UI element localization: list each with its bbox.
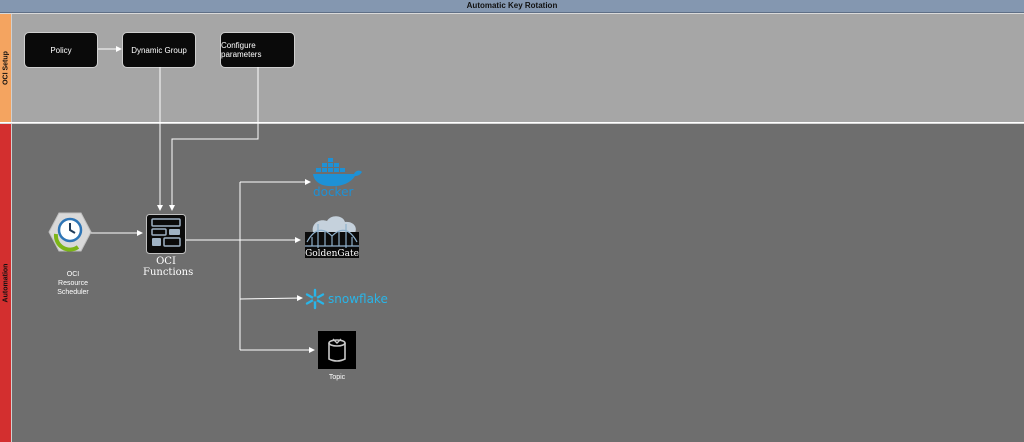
snowflake-label: snowflake (328, 292, 388, 306)
functions-caption-line2: Functions (143, 267, 194, 278)
topic-node[interactable] (318, 331, 356, 374)
topic-caption: Topic (328, 374, 346, 381)
snowflake-icon: snowflake (305, 288, 388, 310)
snowflake-node[interactable]: snowflake (304, 288, 390, 315)
configure-parameters-box[interactable]: Configure parameters (220, 32, 295, 68)
functions-caption-line1: OCI (156, 256, 176, 267)
goldengate-node[interactable]: GoldenGate (305, 212, 359, 269)
dynamic-group-box[interactable]: Dynamic Group (122, 32, 196, 68)
lane-automation: Automation (0, 123, 1024, 442)
functions-node[interactable] (146, 214, 186, 259)
functions-icon (146, 214, 186, 254)
docker-whale-icon: docker (313, 158, 362, 199)
topic-icon (318, 331, 356, 369)
docker-label: docker (313, 185, 353, 198)
scheduler-caption: OCI Resource Scheduler (50, 270, 96, 297)
configure-parameters-label: Configure parameters (221, 41, 262, 59)
golden-gate-bridge-icon: GoldenGate (305, 216, 359, 259)
docker-node[interactable]: docker (312, 156, 364, 203)
functions-caption: OCI Functions (143, 256, 194, 278)
connector-to-snowflake (239, 295, 303, 302)
scheduler-caption-line3: Scheduler (57, 289, 89, 296)
diagram-title: Automatic Key Rotation (0, 0, 1024, 13)
scheduler-caption-line1: OCI (66, 271, 80, 278)
clock-icon (48, 212, 92, 252)
lane-oci-setup: OCI Setup Policy Dynamic Group Configure… (0, 13, 1024, 122)
dynamic-group-label: Dynamic Group (131, 45, 187, 55)
policy-box[interactable]: Policy (24, 32, 98, 68)
lane-label-automation: Automation (0, 124, 12, 442)
scheduler-caption-line2: Resource (58, 280, 88, 287)
scheduler-node[interactable] (48, 212, 92, 257)
policy-label: Policy (50, 45, 72, 55)
connector-configure-to-functions (169, 67, 259, 211)
goldengate-label: GoldenGate (305, 249, 359, 259)
lane-label-oci-setup: OCI Setup (0, 14, 12, 122)
